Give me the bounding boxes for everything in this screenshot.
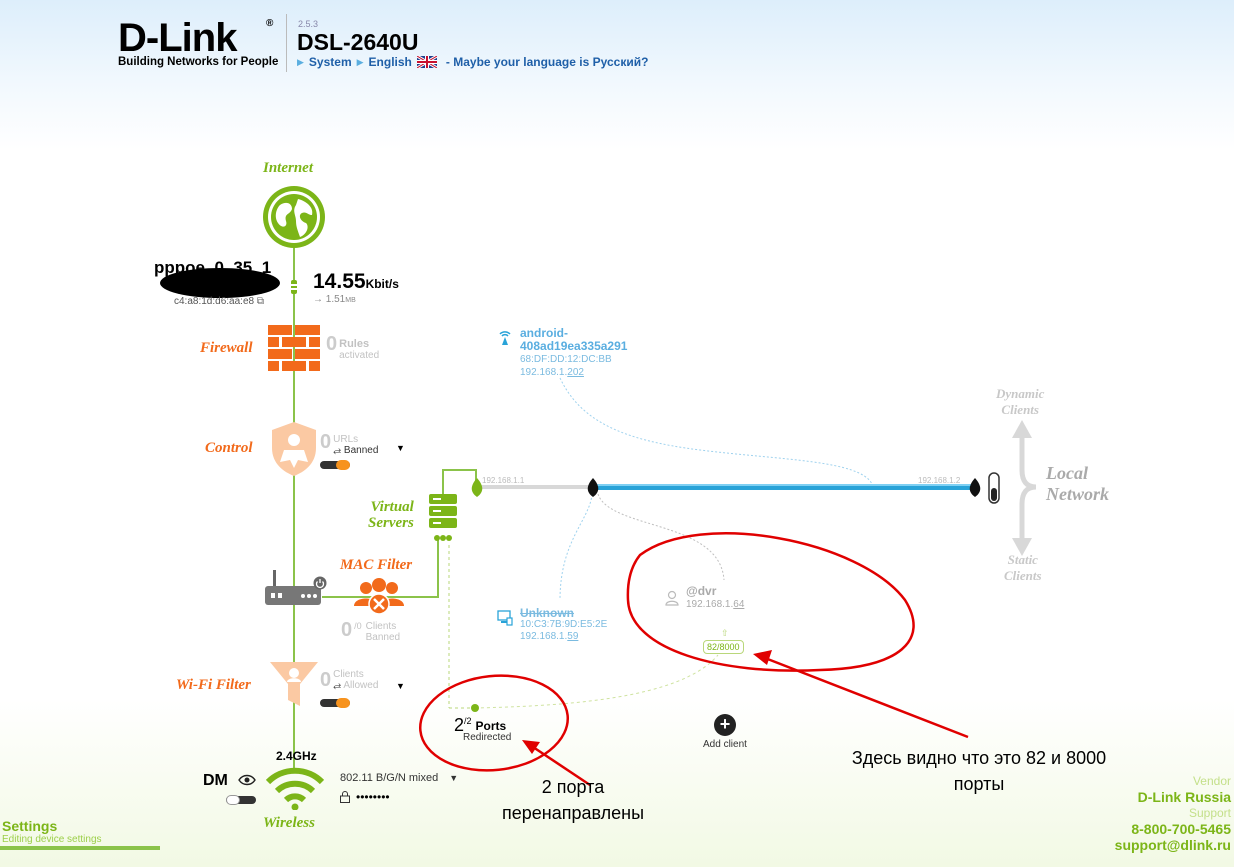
settings-link[interactable]: Settings Editing device settings [2,818,102,845]
header-nav: ▶ System ▶ English - Maybe your language… [297,55,648,69]
mac-filter-stats: 0 /0 Clients Banned [341,619,401,643]
wireless-mode[interactable]: 802.11 B/G/N mixed ▼ [340,772,459,784]
wan-connector-icon [290,280,298,294]
parental-control-icon[interactable] [270,420,318,478]
wireless-mode-dropdown-icon[interactable]: ▼ [449,773,459,783]
firewall-stats: 0 Rules activated [326,333,380,361]
wan-traffic: → 1.51MB [313,294,356,305]
router-port-marker-icon[interactable] [470,478,484,498]
globe-icon[interactable] [262,185,326,249]
header-divider [286,14,287,72]
nav-arrow-icon: ▶ [356,56,364,67]
control-dropdown-icon[interactable]: ▼ [396,443,405,453]
client-unknown[interactable]: Unknown 10:C3:7B:9D:E5:2E 192.168.1.59 [520,606,608,642]
dvr-ports-badge[interactable]: 82/8000 [703,640,744,654]
logo-tagline: Building Networks for People [118,56,279,68]
client-android[interactable]: android- 408ad19ea335a291 68:DF:DD:12:DC… [520,326,628,379]
wan-mac: c4:a8:1d:d6:aa:e8 ⧉ [174,296,264,307]
wan-speed: 14.55Kbit/s [313,270,399,293]
wifi-icon[interactable] [266,766,324,810]
logo-registered: ® [266,18,274,29]
redacted-blob [160,268,280,298]
nav-system-link[interactable]: System [308,55,352,69]
firewall-label: Firewall [200,340,253,356]
wifi-client-icon [499,331,511,345]
wifi-filter-stats: 0 Clients ⥄ Allowed [320,669,379,691]
vendor-info: Vendor D-Link Russia Support 8-800-700-5… [1114,774,1231,853]
internet-label: Internet [263,160,314,176]
pc-client-icon [497,610,513,626]
ports-redirected[interactable]: 2 /2 Ports Redirected [454,715,512,743]
uk-flag-icon [416,56,437,68]
lan-end-marker-icon[interactable] [968,478,982,498]
lan-end-ip: 192.168.1.2 [918,476,961,485]
power-icon[interactable] [313,576,327,590]
wireless-ssid[interactable]: DM [203,772,228,789]
lock-icon [340,791,350,803]
client-dvr[interactable]: @dvr 192.168.1.64 [686,584,745,611]
support-email[interactable]: support@dlink.ru [1114,837,1231,853]
eye-icon[interactable] [238,774,256,786]
firmware-version: 2.5.3 [298,19,319,29]
firewall-icon[interactable] [268,325,320,371]
settings-underline [0,846,160,850]
virtual-servers-icon[interactable] [429,494,457,544]
router-icon[interactable] [265,570,323,606]
dlink-logo: D-Link [118,16,237,60]
add-client-button[interactable]: + [714,714,736,736]
language-suggest-link[interactable]: - Maybe your language is Русский? [445,55,649,69]
mac-filter-icon[interactable] [354,576,404,616]
wireless-toggle[interactable] [226,795,256,805]
nav-arrow-icon: ▶ [297,56,304,67]
wireless-label: Wireless [263,815,315,831]
dvr-port-arrow-icon: ⇧ [721,628,729,638]
wifi-filter-icon[interactable] [270,662,318,710]
copy-icon[interactable]: ⧉ [256,296,264,307]
lan-drop-marker-icon[interactable] [586,478,600,498]
nav-language-link[interactable]: English [368,55,412,69]
control-label: Control [205,440,253,456]
ports-annotation: 2 порта перенаправлены [501,777,645,823]
person-client-icon [665,590,679,606]
wifi-filter-toggle[interactable] [320,698,350,708]
lan-switch-icon[interactable] [988,472,1000,504]
router-ip: 192.168.1.1 [482,476,525,485]
wifi-filter-label: Wi-Fi Filter [176,677,251,693]
wireless-password[interactable]: •••••••• [340,790,390,804]
model-name: DSL-2640U [297,29,419,55]
mac-filter-label: MAC Filter [340,557,413,573]
wireless-band: 2.4GHz [276,749,317,763]
support-phone[interactable]: 8-800-700-5465 [1131,821,1231,837]
control-stats: 0 URLs ⥄ Banned [320,431,379,456]
virtual-servers-label: Virtual Servers [368,499,414,531]
control-toggle[interactable] [320,460,350,470]
dvr-annotation: Здесь видно что это 82 и 8000 порты [851,748,1107,794]
wifi-filter-dropdown-icon[interactable]: ▼ [396,681,405,691]
add-client-label[interactable]: Add client [703,739,747,750]
